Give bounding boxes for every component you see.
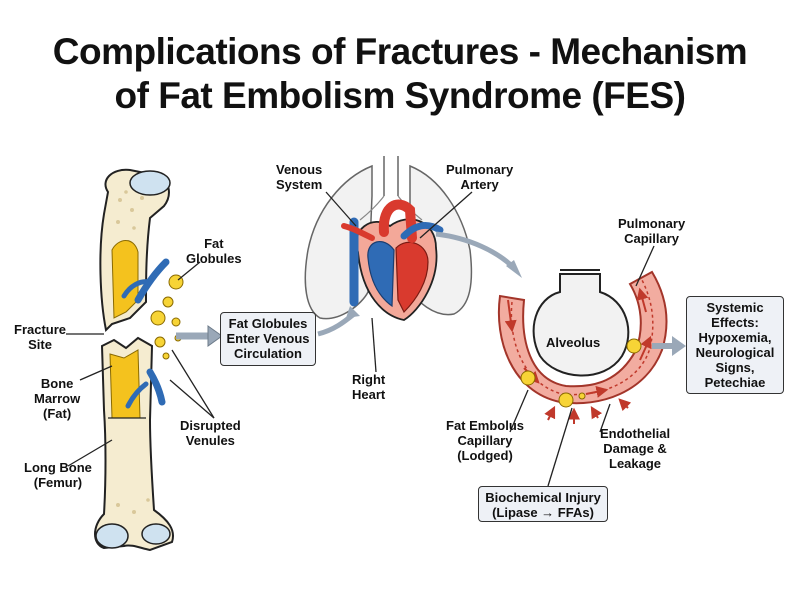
label-line: Leakage: [609, 456, 662, 471]
arrow-to-capillary: [435, 231, 516, 270]
label-line: Fracture: [14, 322, 67, 337]
alveolus-capillary: [497, 269, 668, 424]
label-line: Pulmonary: [618, 216, 686, 231]
label-bone-marrow: Bone Marrow (Fat): [34, 376, 80, 421]
upper-marrow: [111, 240, 139, 319]
label-fat-embolus: Fat Embolus Capillary (Lodged): [446, 418, 524, 463]
diagram-title: Complications of Fractures - Mechanism o…: [0, 30, 800, 118]
title-line-1: Complications of Fractures - Mechanism: [52, 31, 748, 72]
box-line: Hypoxemia,: [698, 330, 772, 345]
label-pulmonary-capillary: Pulmonary Capillary: [618, 216, 685, 246]
label-line: Disrupted: [180, 418, 241, 433]
box-line: Fat Globules: [228, 316, 308, 331]
label-line: Bone: [40, 376, 74, 391]
title-line-2: of Fat Embolism Syndrome (FES): [114, 75, 686, 116]
disrupted-venules: [121, 258, 170, 409]
box-venous-circulation: Fat Globules Enter Venous Circulation: [220, 312, 316, 366]
label-line: Capillary: [624, 231, 680, 246]
box-line: (Lipase → FFAs): [492, 505, 594, 520]
box-line: Enter Venous: [226, 331, 310, 346]
lodged-fat-emboli: [520, 338, 642, 408]
label-alveolus: Alveolus: [546, 335, 601, 350]
box-biochemical-injury: Biochemical Injury (Lipase → FFAs): [478, 486, 608, 522]
label-fat-globules: Fat Globules: [186, 236, 242, 266]
label-line: Endothelial: [600, 426, 671, 441]
box-line: Neurological: [695, 345, 775, 360]
box-line: Biochemical Injury: [485, 490, 601, 505]
fat-globules: [150, 274, 184, 360]
label-line: Damage &: [603, 441, 667, 456]
box-line: Petechiae: [704, 375, 766, 390]
box-line: Systemic: [706, 300, 764, 315]
box-line: Signs,: [715, 360, 755, 375]
label-long-bone: Long Bone (Femur): [24, 460, 92, 490]
label-endothelial-damage: Endothelial Damage & Leakage: [600, 426, 670, 471]
label-line: Capillary: [457, 433, 513, 448]
box-line: Effects:: [711, 315, 759, 330]
label-line: Venules: [185, 433, 235, 448]
label-right-heart: Right Heart: [352, 372, 385, 402]
label-line: (Lodged): [457, 448, 513, 463]
femur-bone: [94, 168, 174, 552]
label-fracture-site: Fracture Site: [14, 322, 66, 352]
label-line: System: [276, 177, 323, 192]
label-line: Fat: [204, 236, 224, 251]
label-venous-system: Venous System: [276, 162, 322, 192]
label-line: (Femur): [33, 475, 83, 490]
label-line: Venous: [276, 162, 323, 177]
label-disrupted-venules: Disrupted Venules: [180, 418, 241, 448]
label-line: Artery: [460, 177, 499, 192]
femoral-head-cartilage: [129, 170, 171, 196]
lower-marrow: [109, 349, 141, 419]
condyle-cartilage: [141, 523, 171, 545]
label-line: Site: [28, 337, 52, 352]
box-line: Circulation: [234, 346, 302, 361]
heart: [341, 199, 444, 321]
condyle-cartilage: [95, 523, 129, 549]
label-line: Heart: [352, 387, 386, 402]
label-line: Fat Embolus: [446, 418, 525, 433]
label-pulmonary-artery: Pulmonary Artery: [446, 162, 513, 192]
label-line: Long Bone: [24, 460, 92, 475]
label-line: (Fat): [43, 406, 72, 421]
label-line: Pulmonary: [446, 162, 514, 177]
label-line: Right: [352, 372, 386, 387]
label-line: Marrow: [34, 391, 81, 406]
box-systemic-effects: Systemic Effects: Hypoxemia, Neurologica…: [686, 296, 784, 394]
label-line: Globules: [186, 251, 242, 266]
leader-lines: [66, 191, 655, 487]
